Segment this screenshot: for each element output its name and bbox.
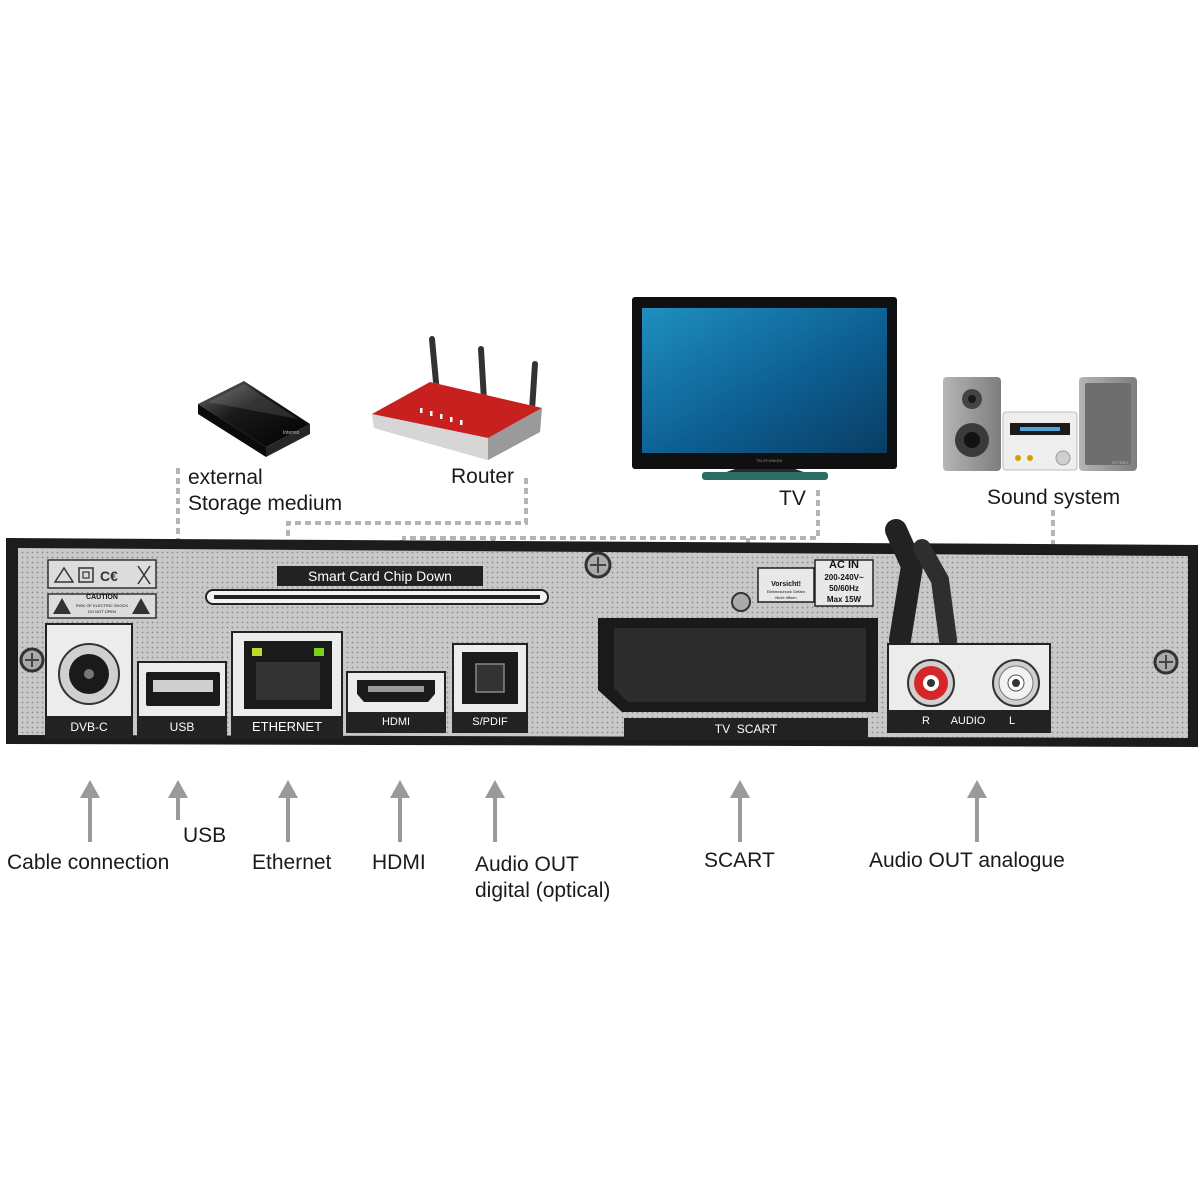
- caution-line1: RISK OF ELECTRIC SHOCK: [75, 603, 129, 608]
- callout-hdmi: HDMI: [372, 851, 426, 874]
- storage-label-line1: external: [188, 466, 263, 489]
- spdif-port-label: S/PDIF: [472, 716, 508, 728]
- callout-analogue: Audio OUT analogue: [869, 849, 1065, 872]
- vorsicht-line2: Nicht öffnen: [775, 595, 797, 600]
- external-storage-icon: Intenso: [198, 381, 310, 457]
- ethernet-port[interactable]: [231, 631, 343, 739]
- tv-label: TV: [779, 487, 806, 510]
- callout-arrows: [80, 780, 987, 842]
- caution-line2: DO NOT OPEN: [88, 609, 116, 614]
- callout-optical-line1: Audio OUT: [475, 853, 579, 876]
- router-icon: [372, 336, 542, 460]
- receiver-back-panel: C€: [6, 519, 1198, 747]
- dvbc-label: DVB-C: [70, 720, 108, 734]
- ac-in-label: [757, 559, 874, 607]
- ethernet-port-label: ETHERNET: [251, 719, 323, 734]
- router-label: Router: [451, 465, 515, 488]
- smart-card-slot: [205, 566, 549, 605]
- callout-ethernet: Ethernet: [252, 851, 332, 874]
- audio-analogue-port[interactable]: [887, 643, 1051, 733]
- ac-in-title: AC IN: [829, 559, 859, 571]
- certification-symbols: C€: [47, 559, 157, 619]
- scart-port[interactable]: [598, 618, 878, 740]
- ac-spec-power: Max 15W: [826, 595, 862, 604]
- screw-icon: [19, 551, 1179, 693]
- callout-cable: Cable connection: [7, 851, 170, 874]
- audio-l-label: L: [1008, 715, 1016, 727]
- ac-spec-voltage: 200-240V~: [824, 573, 864, 582]
- svg-text:C€: C€: [100, 568, 118, 584]
- storage-label-line2: Storage medium: [188, 492, 343, 515]
- usb-port[interactable]: [137, 661, 227, 739]
- usb-port-label: USB: [169, 720, 195, 734]
- dvbc-port[interactable]: [45, 623, 133, 739]
- audio-r-label: R: [922, 715, 930, 727]
- audio-port-label: AUDIO: [950, 715, 986, 727]
- caution-title: CAUTION: [86, 594, 118, 601]
- smartcard-label: Smart Card Chip Down: [308, 568, 452, 584]
- svg-text:STYREO: STYREO: [1112, 460, 1128, 465]
- sound-system-label: Sound system: [987, 486, 1121, 509]
- spdif-port[interactable]: [452, 643, 528, 733]
- scart-port-label: TV SCART: [714, 722, 778, 736]
- sound-system-icon: STYREO: [943, 377, 1137, 471]
- callout-scart: SCART: [704, 849, 775, 872]
- storage-label: external Storage medium: [188, 465, 342, 517]
- svg-text:TELEFUNKEN: TELEFUNKEN: [756, 458, 783, 463]
- vorsicht-title: Vorsicht!: [771, 581, 801, 588]
- callout-optical: Audio OUT digital (optical): [475, 852, 610, 904]
- hdmi-port-label: HDMI: [381, 716, 411, 728]
- tv-icon: TELEFUNKEN: [632, 297, 897, 480]
- callout-optical-line2: digital (optical): [475, 879, 611, 902]
- svg-text:Intenso: Intenso: [283, 430, 300, 436]
- hdmi-port[interactable]: [346, 671, 446, 733]
- vorsicht-line1: Elektroschock Gefahr: [766, 589, 806, 594]
- ac-in-specs: 200-240V~ 50/60Hz Max 15W: [815, 572, 873, 605]
- callout-usb: USB: [183, 824, 227, 847]
- ac-spec-frequency: 50/60Hz: [829, 584, 859, 593]
